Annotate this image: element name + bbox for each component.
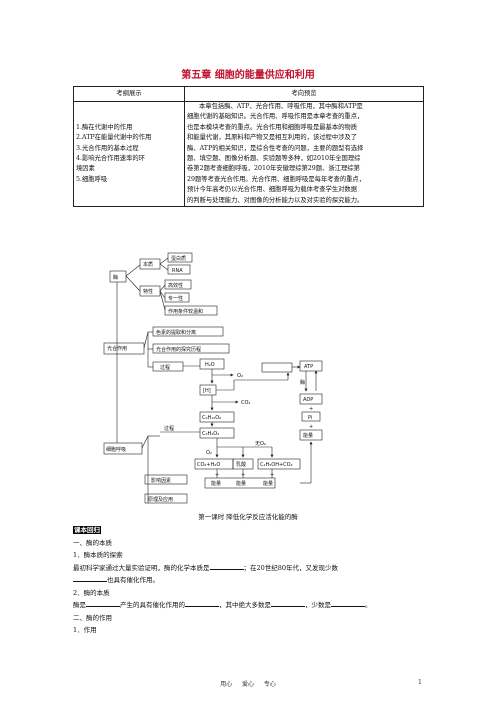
section-tag: 课本回归: [73, 526, 101, 534]
node-plus: +: [309, 424, 313, 430]
preview-line: 细胞代谢的基础知识。光合作用、呼吸作用是本章考查的重点，: [187, 113, 364, 121]
fill-blank[interactable]: [73, 574, 107, 582]
preview-cell: 本章包括酶、ATP、光合作用、呼吸作用，其中酶和ATP是 细胞代谢的基础知识。光…: [184, 100, 424, 208]
node-pyruvate: C₃H₄O₃: [202, 431, 219, 437]
heading-2: 二、酶的作用: [73, 613, 112, 622]
outline-item: 4.影响光合作用速率的环: [76, 155, 145, 163]
node-process: 过程: [160, 364, 170, 371]
node-rna: RNA: [172, 268, 183, 274]
node-respiration: 细胞呼吸: [106, 446, 126, 453]
lesson-body: 课本回归 一、酶的本质 1．酶本质的探索 最初科学家通过大量实验证明，酶的化学本…: [73, 524, 433, 637]
node-lactic: 乳酸: [236, 461, 246, 468]
node-plus: +: [241, 472, 245, 478]
node-enzyme: 酶: [113, 274, 118, 281]
paragraph-2: 酶是产生的具有催化作用的，其中绝大多数是，少数是。: [73, 599, 372, 609]
outline-item: 5.细胞呼吸: [76, 175, 108, 183]
outline-cell: 1.酶在代谢中的作用 2.ATP在能量代谢中的作用 3.光合作用的基本过程 4.…: [73, 100, 185, 208]
node-co2: CO₂: [241, 400, 250, 406]
node-enzyme-label: 酶: [300, 379, 305, 386]
outline-item: 境因素: [76, 165, 95, 173]
node-energy-1: 能量: [211, 480, 221, 487]
preview-line: 和能量代谢，其原料和产物又是相互利用的，该过程中涉及了: [187, 134, 358, 142]
node-history: 光合作用的探究历程: [156, 346, 201, 353]
node-no-o2: 无O₂: [255, 441, 266, 447]
preview-line: 酶、ATP的相关知识，是综合性考查的问题，主要的题型有选择: [187, 144, 364, 152]
outline-item: 2.ATP在能量代谢中的作用: [76, 134, 152, 142]
page-footer: 用心 爱心 专心: [220, 681, 276, 688]
preview-line: 预计今年高考仍以光合作用、细胞呼吸为载体考查学生对数据: [187, 186, 358, 194]
subheading-1-1: 1．酶本质的探索: [73, 551, 123, 559]
preview-line: 卷第2题考查细胞呼吸，2010年安徽理综第29题、浙江理综第: [187, 165, 360, 173]
node-efficient: 高效性: [168, 282, 183, 289]
node-energy-3: 能量: [263, 480, 273, 487]
node-plus: +: [309, 406, 313, 412]
syllabus-table: 考纲展示 考向预览 1.酶在代谢中的作用 2.ATP在能量代谢中的作用 3.光合…: [73, 86, 424, 208]
subheading-2-1: 1．作用: [73, 626, 97, 634]
node-protein: 蛋白质: [171, 255, 186, 262]
node-adp: ADP: [303, 397, 313, 403]
outline-item: 3.光合作用的基本过程: [76, 144, 139, 152]
node-o2-2: O₂: [206, 450, 212, 456]
preview-line: 也是本模块考查的重点。光合作用和细胞呼吸是最基本的物质: [187, 123, 358, 131]
paragraph-1: 最初科学家通过大量实验证明，酶的化学本质是；在20世纪80年代，又发现少数: [73, 562, 339, 572]
subheading-1-2: 2．酶的本质: [73, 588, 110, 597]
node-o2: O₂: [237, 373, 243, 379]
preview-line: 29题等考查光合作用。光合作用、细胞呼吸是每年考查的重点，: [187, 175, 366, 183]
fill-blank[interactable]: [185, 599, 219, 607]
lesson-caption: 第一课时 降低化学反应活化能的酶: [198, 513, 298, 521]
fill-blank[interactable]: [209, 562, 244, 570]
node-glucose: C₆H₁₂O₆: [202, 415, 221, 421]
node-ethanol: C₂H₅OH+CO₂: [260, 462, 293, 468]
node-specific: 专一性: [168, 295, 183, 302]
preview-line: 本章包括酶、ATP、光合作用、呼吸作用，其中酶和ATP是: [199, 103, 363, 110]
node-principle: 原理及应用: [148, 496, 173, 503]
node-aerobic-product: CO₂+H₂O: [197, 462, 220, 468]
heading-1: 一、酶的本质: [73, 538, 112, 547]
node-photosynthesis: 光合作用: [107, 345, 127, 352]
preview-line: 题、填空题、图像分析题、实验题等多种，如2010年全国理综: [187, 155, 361, 163]
fill-blank[interactable]: [271, 599, 305, 607]
node-pi: Pi: [308, 415, 312, 421]
node-plus: +: [270, 472, 274, 478]
node-h2o: H₂O: [205, 362, 215, 368]
node-plus: +: [215, 472, 219, 478]
outline-item: 1.酶在代谢中的作用: [76, 123, 133, 131]
preview-line: 的判断与处理能力、对图像的分析能力以及对实验的探究能力。: [187, 196, 364, 204]
node-factors: 影响因素: [151, 477, 171, 484]
node-mild: 作用条件较温和: [168, 308, 203, 315]
chapter-title: 第五章 细胞的能量供应和利用: [181, 70, 315, 81]
paragraph-1-cont: 也具有催化作用。: [73, 574, 433, 587]
node-pigment: 色素的提取和分离: [156, 329, 196, 336]
node-atp: ATP: [304, 364, 313, 370]
node-property: 特性: [143, 288, 153, 295]
fill-blank[interactable]: [86, 599, 120, 607]
node-process2: 过程: [164, 425, 174, 432]
node-h: [H]: [203, 388, 211, 394]
node-energy: 能量: [303, 432, 313, 439]
node-energy-2: 能量: [236, 480, 246, 487]
page-number: 1: [418, 679, 422, 686]
node-nature: 本质: [143, 261, 153, 268]
fill-blank[interactable]: [331, 599, 365, 607]
